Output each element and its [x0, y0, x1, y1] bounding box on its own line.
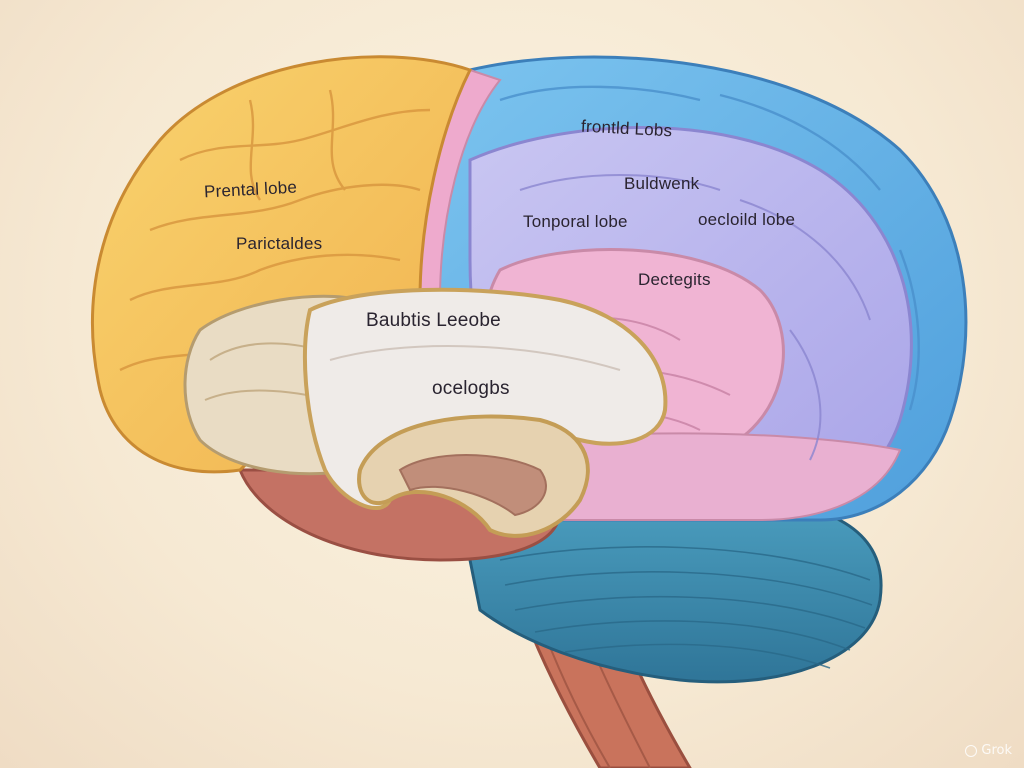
label-temporal: Tonporal lobe: [523, 212, 628, 231]
label-pink: Dectegits: [638, 270, 711, 289]
grok-watermark: Grok: [965, 743, 1012, 758]
grok-logo-icon: [965, 744, 978, 757]
label-blue-mid: Buldwenk: [624, 174, 700, 193]
label-occipital: oecloild lobe: [698, 210, 796, 229]
label-white-top: Baubtis Leeobe: [366, 310, 501, 331]
label-parietal: Parictaldes: [236, 234, 323, 253]
watermark-text: Grok: [981, 743, 1012, 758]
label-white-bottom: ocelogbs: [432, 378, 510, 399]
